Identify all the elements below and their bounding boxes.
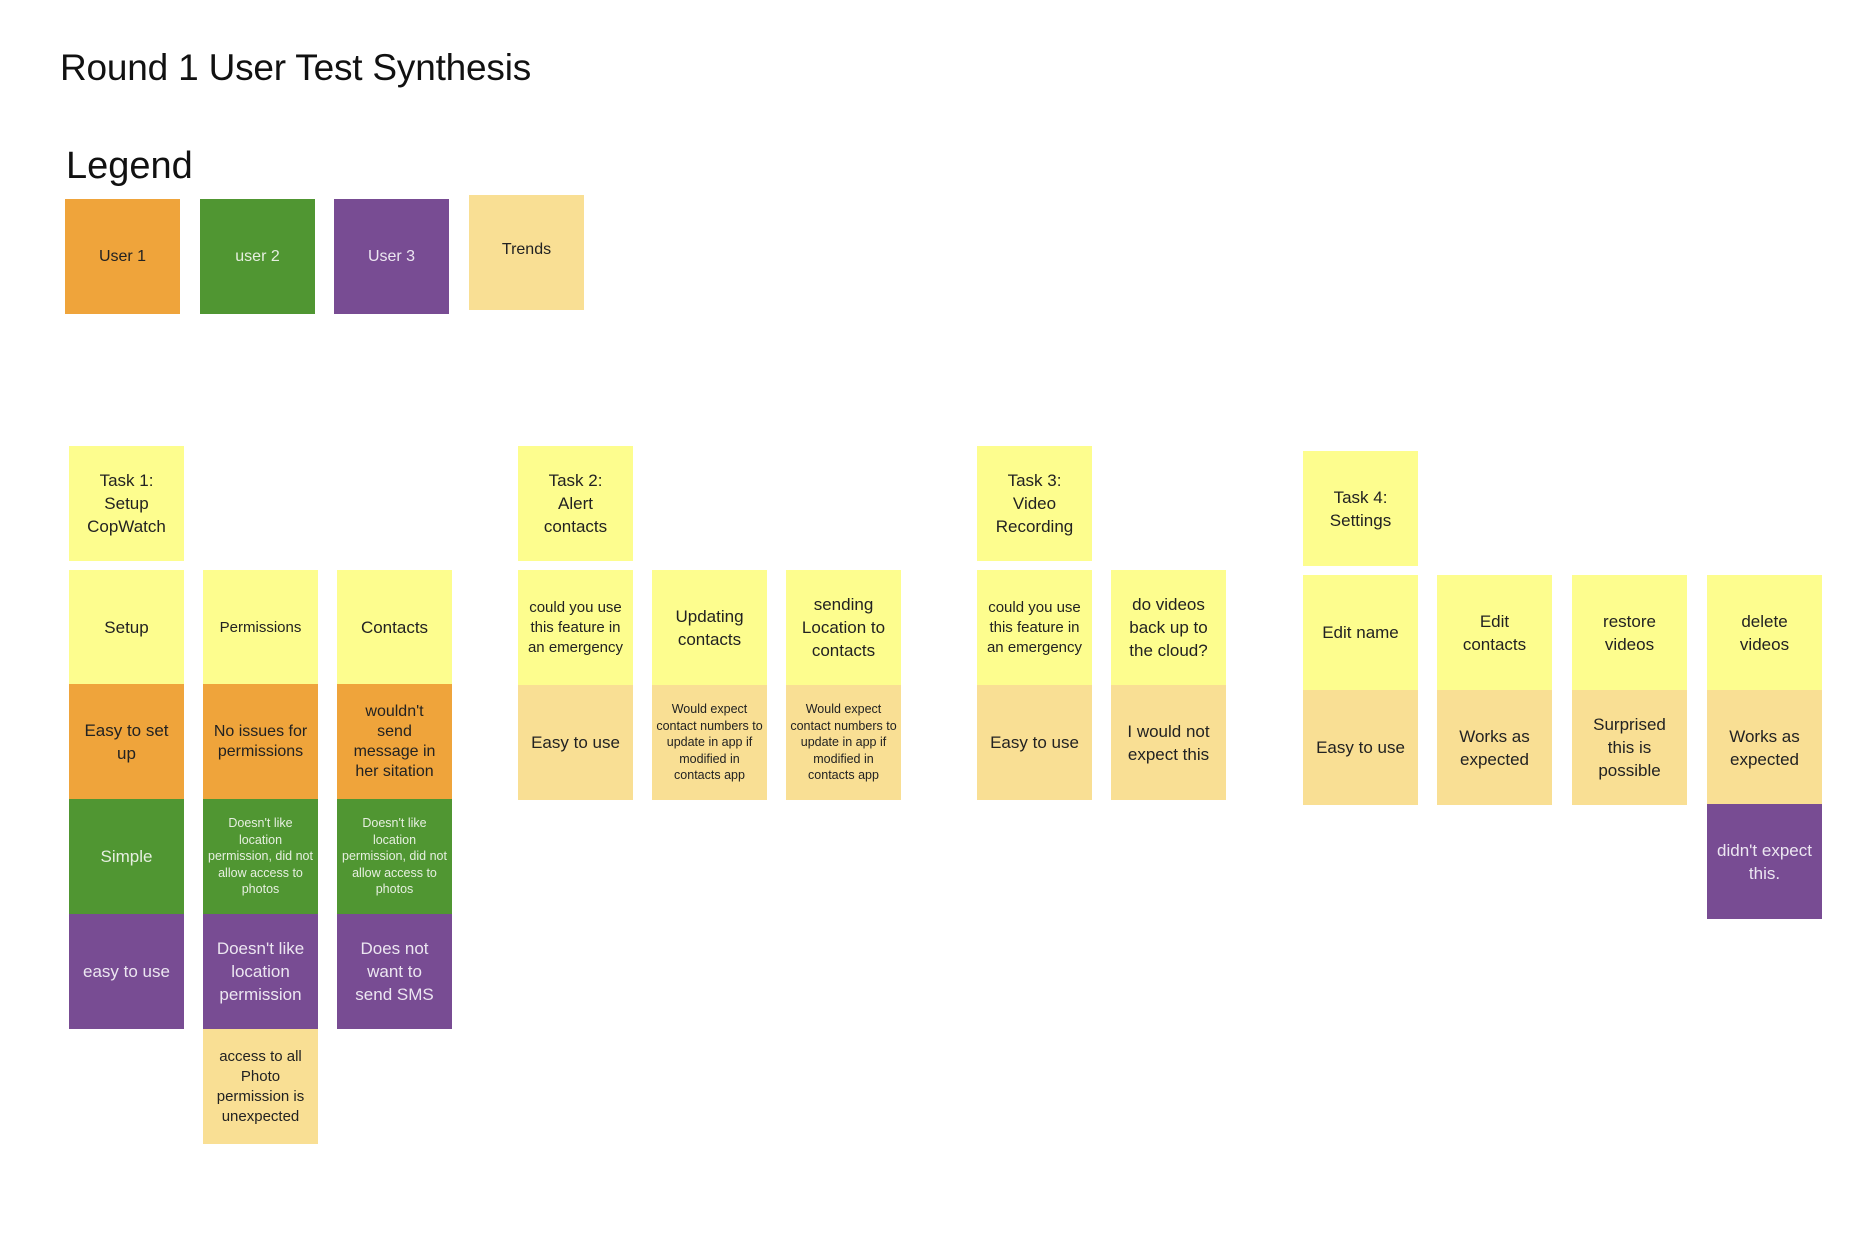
trend-note[interactable]: Easy to use <box>977 685 1092 800</box>
legend-label: user 2 <box>235 248 280 265</box>
topic-note[interactable]: Setup <box>69 570 184 685</box>
legend-item-user-1[interactable]: User 1 <box>65 199 180 314</box>
note-text: access to all Photo permission is unexpe… <box>216 1047 305 1125</box>
trend-note[interactable]: I would not expect this <box>1111 685 1226 800</box>
topic-note[interactable]: Contacts <box>337 570 452 685</box>
task-header-note[interactable]: Task 2: Alert contacts <box>518 446 633 561</box>
note-text: Works as expected <box>1459 726 1530 769</box>
user3-note[interactable]: didn't expect this. <box>1707 804 1822 919</box>
note-text: didn't expect this. <box>1717 840 1812 883</box>
topic-note[interactable]: Edit contacts <box>1437 575 1552 690</box>
legend-label: User 3 <box>367 248 416 265</box>
trend-note[interactable]: Works as expected <box>1707 690 1822 805</box>
task-title: Task 2: Alert contacts <box>543 471 608 536</box>
user2-note[interactable]: Simple <box>69 799 184 914</box>
topic-note[interactable]: do videos back up to the cloud? <box>1111 570 1226 685</box>
topic-note[interactable]: sending Location to contacts <box>786 570 901 685</box>
trend-note[interactable]: Would expect contact numbers to update i… <box>786 685 901 800</box>
note-text: Doesn't like location permission, did no… <box>208 816 313 897</box>
legend-item-user-3[interactable]: User 3 <box>334 199 449 314</box>
trend-note[interactable]: Would expect contact numbers to update i… <box>652 685 767 800</box>
note-text: Does not want to send SMS <box>355 939 434 1004</box>
legend-label: Trends <box>501 241 552 258</box>
user1-note[interactable]: wouldn't send message in her sitation <box>337 684 452 799</box>
topic-text: could you use this feature in an emergen… <box>986 598 1083 656</box>
user2-note[interactable]: Doesn't like location permission, did no… <box>203 799 318 914</box>
page-title: Round 1 User Test Synthesis <box>60 47 532 88</box>
topic-note[interactable]: restore videos <box>1572 575 1687 690</box>
topic-note[interactable]: Updating contacts <box>652 570 767 685</box>
topic-text: Permissions <box>219 618 302 636</box>
user3-note[interactable]: Doesn't like location permission <box>203 914 318 1029</box>
topic-note[interactable]: delete videos <box>1707 575 1822 690</box>
note-text: Would expect contact numbers to update i… <box>790 702 897 783</box>
topic-text: Setup <box>104 618 149 637</box>
topic-note[interactable]: could you use this feature in an emergen… <box>518 570 633 685</box>
note-text: I would not expect this <box>1127 721 1210 764</box>
legend-item-user-2[interactable]: user 2 <box>200 199 315 314</box>
legend-title: Legend <box>66 145 193 187</box>
note-text: Surprised this is possible <box>1593 715 1666 780</box>
note-text: Doesn't like location permission <box>216 939 305 1004</box>
task-title: Task 4: Settings <box>1329 487 1392 530</box>
user1-note[interactable]: Easy to set up <box>69 684 184 799</box>
note-text: wouldn't send message in her sitation <box>353 702 436 780</box>
trend-note[interactable]: Easy to use <box>1303 690 1418 805</box>
topic-text: delete videos <box>1739 611 1790 654</box>
user3-note[interactable]: easy to use <box>69 914 184 1029</box>
topic-text: Edit name <box>1322 623 1399 642</box>
user2-note[interactable]: Doesn't like location permission, did no… <box>337 799 452 914</box>
task-header-note[interactable]: Task 4: Settings <box>1303 451 1418 566</box>
note-text: Simple <box>100 847 153 866</box>
note-text: easy to use <box>83 962 170 981</box>
note-text: Would expect contact numbers to update i… <box>656 702 763 783</box>
note-text: Easy to use <box>1316 738 1405 757</box>
topic-text: Contacts <box>360 618 429 637</box>
legend-item-trends[interactable]: Trends <box>469 195 584 310</box>
topic-text: restore videos <box>1603 611 1656 654</box>
task-header-note[interactable]: Task 3: Video Recording <box>977 446 1092 561</box>
topic-text: do videos back up to the cloud? <box>1129 595 1208 660</box>
topic-note[interactable]: Edit name <box>1303 575 1418 690</box>
topic-note[interactable]: Permissions <box>203 570 318 685</box>
note-text: No issues for permissions <box>213 722 308 760</box>
note-text: Works as expected <box>1729 726 1800 769</box>
topic-note[interactable]: could you use this feature in an emergen… <box>977 570 1092 685</box>
note-text: Easy to use <box>990 733 1079 752</box>
topic-text: could you use this feature in an emergen… <box>527 598 624 656</box>
topic-text: Updating contacts <box>675 606 744 649</box>
user1-note[interactable]: No issues for permissions <box>203 684 318 799</box>
note-text: Doesn't like location permission, did no… <box>342 816 447 897</box>
user3-note[interactable]: Does not want to send SMS <box>337 914 452 1029</box>
task-title: Task 3: Video Recording <box>995 471 1074 536</box>
topic-text: Edit contacts <box>1462 611 1527 654</box>
trend-note[interactable]: Easy to use <box>518 685 633 800</box>
trend-note[interactable]: access to all Photo permission is unexpe… <box>203 1029 318 1144</box>
legend-label: User 1 <box>98 248 147 265</box>
note-text: Easy to set up <box>84 720 169 763</box>
note-text: Easy to use <box>531 733 620 752</box>
trend-note[interactable]: Works as expected <box>1437 690 1552 805</box>
trend-note[interactable]: Surprised this is possible <box>1572 690 1687 805</box>
topic-text: sending Location to contacts <box>801 595 886 660</box>
task-header-note[interactable]: Task 1: Setup CopWatch <box>69 446 184 561</box>
task-title: Task 1: Setup CopWatch <box>87 471 166 536</box>
